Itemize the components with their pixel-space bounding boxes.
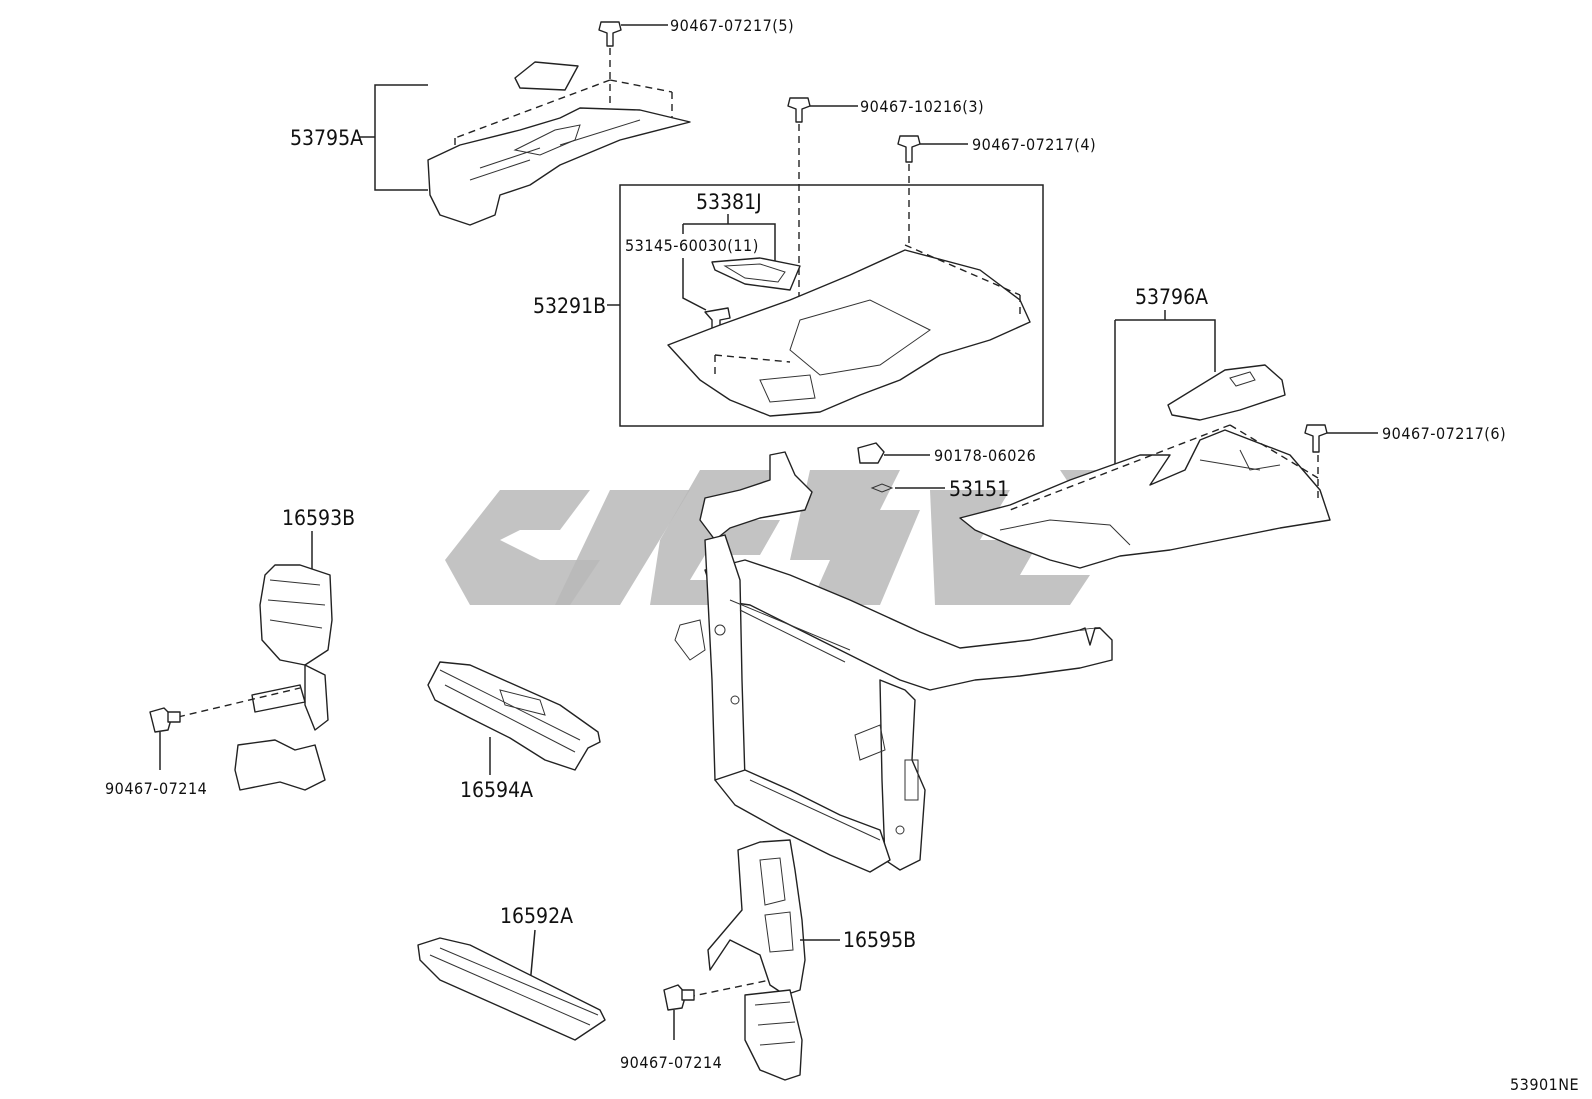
clip-label-90467-10216-3: 90467-10216(3) [860, 97, 984, 116]
part-53291b-group: 90467-10216(3) 90467-07217(4) 53291B 533… [533, 97, 1096, 427]
bolt-icon [149, 707, 181, 733]
part-53795a-group: 90467-07217(5) 53795A [290, 16, 794, 226]
part-label-16595b: 16595B [843, 928, 916, 952]
part-16594a-group: 16594A [427, 661, 601, 802]
push-clip-icon [897, 135, 921, 163]
radiator-support-frame [674, 451, 1113, 873]
part-label-53381j: 53381J [696, 190, 762, 214]
clip-label-90467-07217-4: 90467-07217(4) [972, 135, 1096, 154]
part-label-53795a: 53795A [290, 126, 363, 150]
part-16595b-group: 16595B 90467-07214 [620, 839, 916, 1081]
part-label-53151: 53151 [949, 477, 1009, 501]
part-label-16593b: 16593B [282, 506, 355, 530]
part-16592a-group: 16592A [417, 904, 606, 1041]
push-clip-icon [598, 21, 622, 47]
clip-label-53145-60030-11: 53145-60030(11) [625, 236, 759, 255]
diagram-code: 53901NE [1510, 1075, 1579, 1094]
part-label-16592a: 16592A [500, 904, 573, 928]
clip-label-90467-07217-5: 90467-07217(5) [670, 16, 794, 35]
push-clip-icon [1304, 424, 1328, 453]
clip-label-90467-07217-6: 90467-07217(6) [1382, 424, 1506, 443]
part-16593b-group: 16593B 90467-07214 [105, 506, 355, 798]
bolt-label-90467-07214-bottom: 90467-07214 [620, 1053, 722, 1072]
part-label-16594a: 16594A [460, 778, 533, 802]
part-53796a-group: 53796A 90467-07217(6) 90178-06026 53151 [857, 285, 1506, 569]
bolt-icon [663, 984, 695, 1011]
bolt-label-90467-07214-left: 90467-07214 [105, 779, 207, 798]
push-clip-icon [787, 97, 811, 123]
nut-icon [857, 442, 885, 464]
part-label-53796a: 53796A [1135, 285, 1208, 309]
part-label-53291b: 53291B [533, 294, 606, 318]
clip-label-90178-06026: 90178-06026 [934, 446, 1036, 465]
